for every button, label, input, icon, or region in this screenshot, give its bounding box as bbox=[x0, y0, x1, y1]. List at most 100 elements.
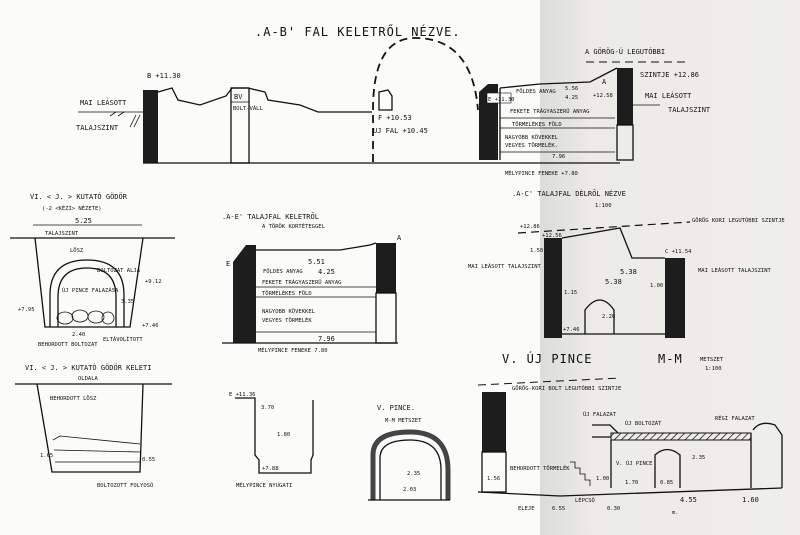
pit-title: VI. < J. > KUTATÓ GÖDÖR bbox=[30, 192, 128, 201]
v-new-vault: ÚJ BOLTOZAT bbox=[625, 420, 662, 427]
ac-arch bbox=[584, 299, 615, 334]
layer-top bbox=[499, 67, 618, 89]
ae-e-label: E bbox=[226, 260, 230, 268]
pit2-title: VI. < J. > KUTATÓ GÖDÖR KELETI bbox=[25, 363, 151, 372]
ac-c-level: C +11.54 bbox=[665, 249, 692, 255]
pit-stones bbox=[56, 309, 115, 325]
v-wall-lower bbox=[481, 451, 507, 493]
melypince: MÉLYPINCE FENEKE +7.80 bbox=[505, 169, 578, 177]
f-level: F +10.53 bbox=[378, 114, 412, 122]
v-wall bbox=[482, 392, 506, 452]
pit-vault-outer bbox=[49, 259, 125, 327]
ac-greek-line bbox=[517, 221, 691, 234]
ac-scale: 1:100 bbox=[595, 203, 612, 209]
main-section: .A-B' FAL KELETRŐL NÉZVE. BV BOLT-VÁLL B… bbox=[76, 24, 711, 177]
v-walls bbox=[610, 422, 783, 488]
greek-level-2: SZINTJE +12.86 bbox=[640, 71, 699, 79]
pince-dim-203: 2.03 bbox=[403, 487, 416, 493]
pince-arch-inner bbox=[379, 439, 442, 500]
v-stairs bbox=[570, 461, 591, 486]
ae-wall-a-lower bbox=[375, 292, 397, 344]
pit-level-l: +7.95 bbox=[18, 307, 35, 313]
ac-dim-150: 1.50 bbox=[530, 248, 543, 254]
talajszint-right: TALAJSZINT bbox=[668, 106, 711, 114]
ac-dim-100: 1.00 bbox=[650, 283, 663, 289]
pit-bottom-l: BEHORDOTT BOLTOZAT bbox=[38, 342, 98, 348]
ae-vegyes: VEGYES TÖRMELÉK bbox=[262, 316, 312, 324]
pit-loess: LÖSZ bbox=[70, 247, 84, 254]
layer-vegyes: VEGYES TÖRMELÉK. bbox=[505, 141, 558, 149]
bv-sub: BOLT-VÁLL bbox=[233, 105, 263, 112]
window-f bbox=[378, 89, 393, 111]
ac-greek-level: GÖRÖG KORI LEGUTÓBBI SZINTJE bbox=[692, 217, 785, 224]
v-new-wall: ÚJ FALAZAT bbox=[583, 411, 617, 418]
v-vault-slab bbox=[610, 432, 752, 441]
pit-inner: ÚJ PINCE FALAZÁSA bbox=[62, 287, 119, 294]
pit-vault-inner bbox=[57, 267, 117, 327]
talajszint-left: TALAJSZINT bbox=[76, 124, 119, 132]
shaft-section: E +11.36 3.70 1.80 +7.88 MÉLYPINCE NYUGA… bbox=[229, 392, 314, 489]
shaft-e-level: E +11.36 bbox=[229, 392, 256, 398]
pit-bottom-r: ELTÁVOLÍTOTT bbox=[103, 335, 143, 343]
e-level: E +11.30 bbox=[488, 97, 515, 103]
v-greek-level: GÖRÖG-KORI BOLT LEGUTÓBBI SZINTJE bbox=[512, 385, 621, 392]
ac-dim-538b: 5.38 bbox=[605, 278, 622, 286]
shaft-outline bbox=[235, 397, 314, 474]
layer-nagyobb: NAGYOBB KÖVEKKEL bbox=[505, 134, 559, 141]
v-unit: m. bbox=[672, 510, 679, 516]
v-dim-655: 6.55 bbox=[552, 506, 565, 512]
ae-tormelekes: TÖRMELÉKES FÖLD bbox=[262, 289, 312, 297]
pit-dim-240: 2.40 bbox=[72, 332, 85, 338]
v-dim-235: 2.35 bbox=[692, 455, 705, 461]
v-ground bbox=[477, 487, 783, 497]
e-level-box bbox=[486, 92, 512, 104]
ae-dim-551: 5.51 bbox=[308, 258, 325, 266]
ae-wall-e bbox=[233, 245, 256, 343]
ae-fekete: FEKETE TRÁGYASZERŰ ANYAG bbox=[262, 279, 341, 286]
ae-a-label: A bbox=[397, 234, 402, 242]
ac-wall-left bbox=[544, 238, 562, 338]
ae-dim-425: 4.25 bbox=[318, 268, 335, 276]
v-section: V. ÚJ PINCE M-M METSZET 1:100 GÖRÖG-KORI… bbox=[477, 351, 783, 516]
wall-b bbox=[143, 90, 158, 163]
wall-a-lower bbox=[616, 124, 634, 161]
dashed-arch bbox=[372, 37, 479, 162]
pit-talajszint: TALAJSZINT bbox=[45, 231, 79, 237]
v-old-wall: RÉGI FALAZAT bbox=[715, 414, 755, 422]
a-label: A bbox=[602, 78, 607, 86]
mai-leasott-left: MAI LEÁSOTT bbox=[80, 98, 127, 107]
pit-subtitle: (-2 <KÉZI> NÉZETE) bbox=[42, 204, 102, 212]
layer-fekete: FEKETE TRÁGYASZERŰ ANYAG bbox=[510, 108, 589, 115]
v-new-wall-lines bbox=[592, 424, 619, 438]
ae-title: .A-E' TALAJFAL KELETRŐL bbox=[222, 212, 319, 221]
pit-dim-335: 3.35 bbox=[121, 299, 134, 305]
pince-arch-outer bbox=[370, 429, 451, 500]
dim-556: 5.56 bbox=[565, 86, 578, 92]
v-dim-085: 0.85 bbox=[660, 480, 673, 486]
ae-dim-796: 7.96 bbox=[318, 335, 335, 343]
v-fill-text: BEHORDOTT TÖRMELÉK bbox=[510, 464, 570, 472]
v-dim-156: 1.56 bbox=[487, 476, 500, 482]
pit2-section: VI. < J. > KUTATÓ GÖDÖR KELETI OLDALA BE… bbox=[15, 363, 172, 489]
dim-796: 7.96 bbox=[552, 154, 565, 160]
v-dim-455: 4.55 bbox=[680, 496, 697, 504]
pit2-dim-r: 0.55 bbox=[142, 457, 155, 463]
ac-lev-1286: +12.86 bbox=[520, 224, 540, 230]
ac-section: .A-C' TALAJFAL DÉLRŐL NÉZVE 1:100 GÖRÖG … bbox=[468, 189, 785, 338]
v-dim-170: 1.70 bbox=[625, 480, 638, 486]
v-greek-line bbox=[477, 377, 621, 386]
pit2-layers bbox=[52, 435, 141, 463]
ae-melypince: MÉLYPINCE FENEKE 7.80 bbox=[258, 346, 328, 354]
v-scale: 1:100 bbox=[705, 366, 722, 372]
ac-wall-right bbox=[665, 258, 685, 338]
ac-dim-538a: 5.38 bbox=[620, 268, 637, 276]
pince-dim-235: 2.35 bbox=[407, 471, 420, 477]
v-door bbox=[654, 448, 681, 488]
ae-subtitle: A TÖRÖK KORTÉTEGGEL bbox=[262, 222, 326, 230]
ae-section: .A-E' TALAJFAL KELETRŐL A TÖRÖK KORTÉTEG… bbox=[222, 212, 402, 354]
pit2-bottom: BOLTOZOTT FOLYOSÓ bbox=[97, 482, 153, 489]
ae-foldes: FÖLDES ANYAG bbox=[263, 268, 303, 275]
v-cellar: V. ÚJ PINCE bbox=[616, 460, 652, 467]
v-eleje: ELEJE bbox=[518, 506, 535, 512]
